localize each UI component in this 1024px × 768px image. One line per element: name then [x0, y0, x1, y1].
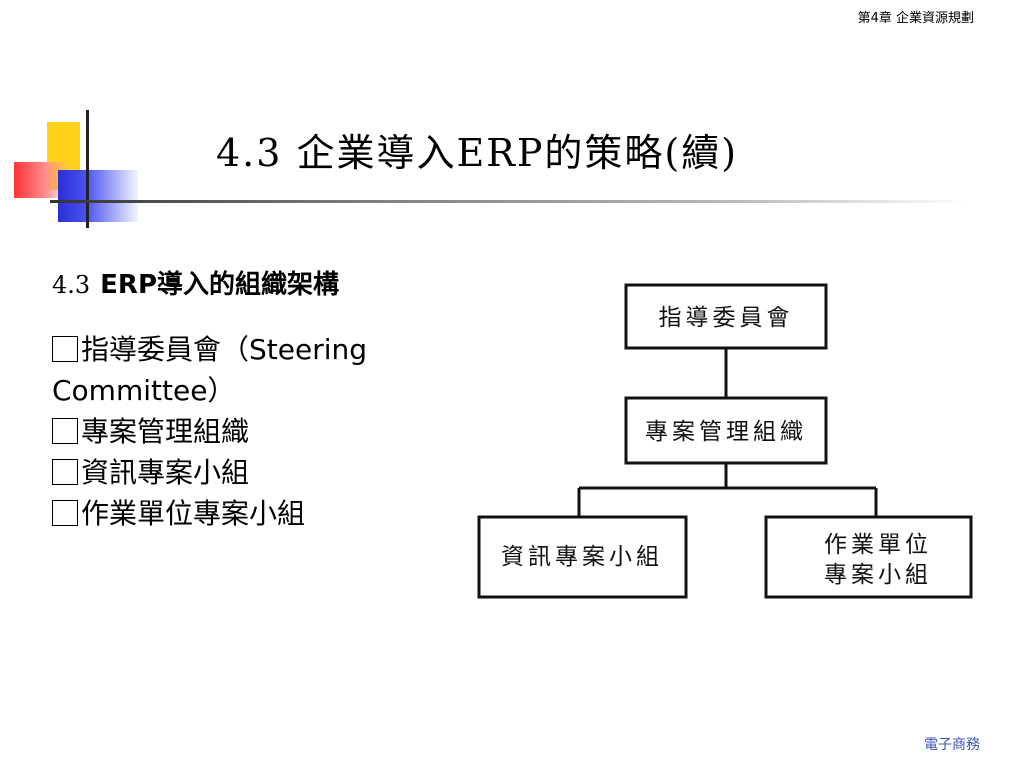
org-box-left — [477, 515, 688, 599]
list-item-text: 專案管理組織 — [81, 415, 250, 448]
title-underline — [50, 200, 970, 203]
org-label-right-line2: 專案小組 — [824, 562, 932, 588]
section-heading-text: ERP導入的組織架構 — [100, 270, 340, 300]
checkbox-bullet-icon — [52, 418, 78, 444]
section-number: 4.3 — [52, 271, 91, 299]
org-label-left: 資訊專案小組 — [501, 544, 663, 570]
list-item: 專案管理組織 — [52, 411, 432, 452]
checkbox-bullet-icon — [52, 500, 78, 526]
checkbox-bullet-icon — [52, 336, 78, 362]
checkbox-bullet-icon — [52, 459, 78, 485]
list-item-text: 作業單位專案小組 — [81, 497, 306, 530]
list-item: 作業單位專案小組 — [52, 493, 432, 534]
title-ornament — [0, 110, 160, 230]
org-label-right-line1: 作業單位 — [824, 532, 932, 558]
slide-title: 4.3 企業導入ERP的策略(續) — [216, 131, 739, 175]
org-label-top: 指導委員會 — [659, 305, 794, 331]
ornament-vertical-line — [86, 110, 89, 228]
ornament-blue-square — [58, 170, 138, 222]
list-item: 資訊專案小組 — [52, 452, 432, 493]
footer-label: 電子商務 — [924, 737, 980, 753]
org-label-middle: 專案管理組織 — [645, 419, 807, 445]
chapter-header: 第4章 企業資源規劃 — [857, 11, 974, 26]
org-box-right — [764, 515, 973, 599]
list-item-text-continued: Committee） — [52, 374, 236, 407]
list-item: 指導委員會（Steering Committee） — [52, 329, 432, 411]
section-heading: 4.3 ERP導入的組織架構 — [52, 264, 432, 301]
list-item-text: 指導委員會（Steering — [81, 333, 368, 366]
list-item-text: 資訊專案小組 — [81, 456, 250, 489]
